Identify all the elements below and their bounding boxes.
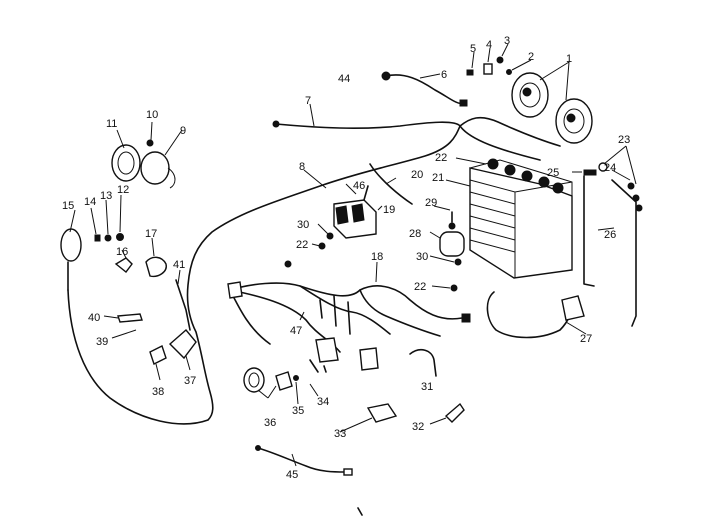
- wire-6: [381, 71, 468, 107]
- callout-35: 35: [292, 405, 304, 417]
- tail-light-assembly: [111, 139, 176, 189]
- callout-33: 33: [334, 428, 346, 440]
- callout-23: 23: [618, 134, 630, 146]
- callout-1: 1: [566, 53, 572, 65]
- callout-30-right: 30: [416, 251, 428, 263]
- callout-19: 19: [383, 204, 395, 216]
- callout-4: 4: [486, 39, 492, 51]
- callout-15: 15: [62, 200, 74, 212]
- callout-22-right: 22: [414, 281, 426, 293]
- callout-10: 10: [146, 109, 158, 121]
- callout-6: 6: [441, 69, 447, 81]
- callout-5: 5: [470, 43, 476, 55]
- callout-11: 11: [106, 118, 117, 130]
- callout-8: 8: [299, 161, 305, 173]
- callout-9: 9: [180, 125, 186, 137]
- callout-13: 13: [100, 190, 112, 202]
- callout-3: 3: [504, 35, 510, 47]
- callout-12: 12: [117, 184, 129, 196]
- callout-28: 28: [409, 228, 421, 240]
- parts-12-17: [60, 228, 167, 291]
- callout-37: 37: [184, 375, 196, 387]
- callout-47: 47: [290, 325, 302, 337]
- callout-22-left: 22: [296, 239, 308, 251]
- callout-29: 29: [425, 197, 437, 209]
- headlight-right: [555, 98, 593, 144]
- battery-21: [469, 158, 573, 279]
- wire-31: [409, 348, 437, 377]
- callout-20: 20: [411, 169, 423, 181]
- cable-27: [486, 291, 585, 339]
- harness-8: [67, 125, 541, 425]
- callout-45: 45: [286, 469, 298, 481]
- callout-36: 36: [264, 417, 276, 429]
- callout-14: 14: [84, 196, 96, 208]
- callout-21: 21: [432, 172, 444, 184]
- callout-34: 34: [317, 396, 329, 408]
- callout-17: 17: [145, 228, 157, 240]
- callout-labels: 1 2 3 4 5 6 7 8 9 10 11 12 13 14 15 16 1…: [62, 35, 630, 481]
- callout-44: 44: [338, 73, 350, 85]
- callout-26: 26: [604, 229, 616, 241]
- callout-7: 7: [305, 95, 311, 107]
- callout-39: 39: [96, 336, 108, 348]
- parts-37-41: [117, 279, 197, 365]
- headlight-left: [511, 72, 549, 118]
- callout-41: 41: [173, 259, 185, 271]
- small-hardware: [466, 56, 512, 76]
- wire-45: [255, 445, 353, 476]
- harness-7: [272, 116, 561, 147]
- callout-31: 31: [421, 381, 433, 393]
- hold-down-parts: [583, 162, 643, 327]
- callout-38: 38: [152, 386, 164, 398]
- regulator-19: [318, 163, 413, 250]
- callout-24: 24: [604, 162, 616, 174]
- callout-27: 27: [580, 333, 592, 345]
- callout-22-top: 22: [435, 152, 447, 164]
- callout-16: 16: [116, 246, 128, 258]
- callout-46: 46: [353, 180, 365, 192]
- callout-2: 2: [528, 51, 534, 63]
- callout-40: 40: [88, 312, 100, 324]
- callout-32: 32: [412, 421, 424, 433]
- parts-33-36: [243, 337, 465, 423]
- callout-18: 18: [371, 251, 383, 263]
- callout-25: 25: [547, 167, 559, 179]
- harness-18: [227, 260, 471, 353]
- solenoid-28: [439, 211, 465, 292]
- callout-30-left: 30: [297, 219, 309, 231]
